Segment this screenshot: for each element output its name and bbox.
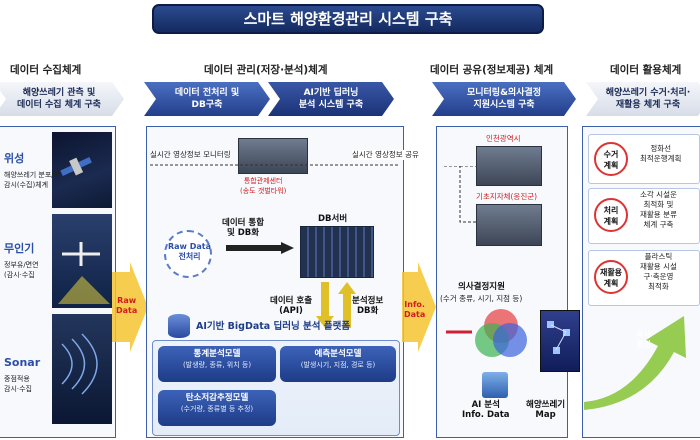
ai-info-label: AI 분석 Info. Data bbox=[462, 400, 510, 420]
collection-plan-circle: 수거 계획 bbox=[594, 142, 628, 176]
col-head-collect: 데이터 수집체계 bbox=[10, 64, 82, 76]
satellite-icon bbox=[60, 157, 92, 177]
processing-plan-circle: 처리 계획 bbox=[594, 198, 628, 232]
local-gov-label: 기초지자체(옹진군) bbox=[476, 192, 538, 201]
chevron-use: 해양쓰레기 수거·처리· 재활용 체계 구축 bbox=[586, 82, 700, 116]
col-head-use: 데이터 활용체계 bbox=[610, 64, 682, 76]
drone-image bbox=[52, 214, 112, 308]
sonar-wave-icon bbox=[61, 333, 98, 395]
incheon-label: 인천광역시 bbox=[486, 134, 521, 143]
realtime-monitor-label: 실시간 영상정보 모니터링 bbox=[150, 150, 231, 159]
db-server-image bbox=[300, 226, 374, 278]
decision-arrow-label: 의사 결정 bbox=[636, 330, 651, 349]
realtime-dashed-line bbox=[150, 164, 400, 166]
col-head-share: 데이터 공유(정보제공) 체계 bbox=[430, 64, 554, 76]
collection-plan-desc: 정화선 최적운행계획 bbox=[640, 144, 682, 163]
platform-label: AI기반 BigData 딥러닝 분석 플랫폼 bbox=[196, 321, 351, 332]
trash-map-label: 해양쓰레기 Map bbox=[526, 400, 566, 420]
chevron-ai-analysis: AI기반 딥러닝 분석 시스템 구축 bbox=[268, 82, 394, 116]
control-center-label: 통합관제센터 (송도 갯벌타워) bbox=[240, 177, 287, 195]
raw-data-label: Raw Data bbox=[116, 296, 138, 315]
col-head-manage: 데이터 관리(저장·분석)체계 bbox=[204, 64, 328, 76]
statistics-model-title: 통계분석모델 bbox=[193, 349, 241, 359]
page-title: 스마트 해양환경관리 시스템 구축 bbox=[152, 4, 544, 34]
local-gov-image bbox=[476, 204, 542, 246]
prediction-model-title: 예측분석모델 bbox=[314, 349, 362, 359]
recycling-plan-circle: 재활용 계획 bbox=[594, 260, 628, 294]
integration-arrow bbox=[226, 242, 294, 254]
decision-arrow bbox=[584, 316, 686, 410]
satellite-desc: 해양쓰레기 분포/면 감시(수집)체계 bbox=[4, 171, 61, 189]
trash-map-image bbox=[540, 310, 580, 372]
control-center-image bbox=[238, 138, 308, 174]
prediction-model-sub: (발생시기, 지점, 경로 등) bbox=[300, 361, 376, 369]
db-server-label: DB서버 bbox=[318, 214, 348, 224]
info-data-label: Info. Data bbox=[404, 300, 426, 319]
venn-diagram bbox=[446, 309, 527, 357]
satellite-title: 위성 bbox=[4, 152, 25, 165]
drone-icon bbox=[58, 242, 110, 304]
sonar-image bbox=[52, 314, 112, 424]
db-updown-arrows bbox=[316, 282, 356, 328]
chevron-collect: 해양쓰레기 관측 및 데이터 수집 체계 구축 bbox=[0, 82, 124, 116]
sonar-desc: 중점적용 감시·수집 bbox=[4, 375, 32, 393]
raw-data-arrow bbox=[112, 262, 148, 352]
chevron-preprocess: 데이터 전처리 및 DB구축 bbox=[144, 82, 270, 116]
map-nodes-icon bbox=[547, 321, 570, 354]
chevron-monitoring: 모니터링&의사결정 지원시스템 구축 bbox=[432, 82, 576, 116]
statistics-model: 통계분석모델 (발생량, 종류, 위치 등) bbox=[158, 346, 276, 382]
carbon-model: 탄소저감추정모델 (수거량, 종류별 등 추정) bbox=[158, 390, 276, 426]
carbon-model-sub: (수거량, 종류별 등 추정) bbox=[180, 405, 254, 413]
share-branch-lines bbox=[444, 166, 476, 223]
statistics-model-sub: (발생량, 종류, 위치 등) bbox=[182, 361, 252, 369]
sonar-title: Sonar bbox=[4, 356, 41, 369]
raw-data-preprocess-label: Raw Data 전처리 bbox=[168, 242, 211, 261]
incheon-image bbox=[476, 146, 542, 186]
integration-label: 데이터 통합 및 DB화 bbox=[222, 218, 265, 238]
decision-support-label: 의사결정지원 bbox=[458, 282, 505, 292]
analysis-db-label: 분석정보 DB화 bbox=[352, 296, 384, 316]
prediction-model: 예측분석모델 (발생시기, 지점, 경로 등) bbox=[280, 346, 396, 382]
drone-desc: 정부유/면연 (감시·수집 bbox=[4, 261, 39, 279]
carbon-model-title: 탄소저감추정모델 bbox=[185, 393, 249, 403]
satellite-image bbox=[52, 132, 112, 208]
api-call-label: 데이터 호출 (API) bbox=[270, 296, 313, 316]
ai-info-icon bbox=[482, 372, 508, 398]
processing-plan-desc: 소각 시설운 최적화 및 재활용 분류 체계 구축 bbox=[640, 190, 677, 229]
database-icon bbox=[168, 314, 190, 338]
realtime-share-label: 실시간 영상정보 공유 bbox=[352, 150, 419, 160]
recycling-plan-row bbox=[588, 250, 700, 306]
decision-support-sub: (수거 종류, 시기, 지점 등) bbox=[440, 294, 523, 303]
recycling-plan-desc: 플라스틱 재활용 시설 구·축운영 최적화 bbox=[640, 252, 677, 291]
info-data-arrow bbox=[402, 262, 436, 352]
raw-data-circle bbox=[164, 230, 212, 278]
drone-title: 무인기 bbox=[4, 242, 35, 255]
